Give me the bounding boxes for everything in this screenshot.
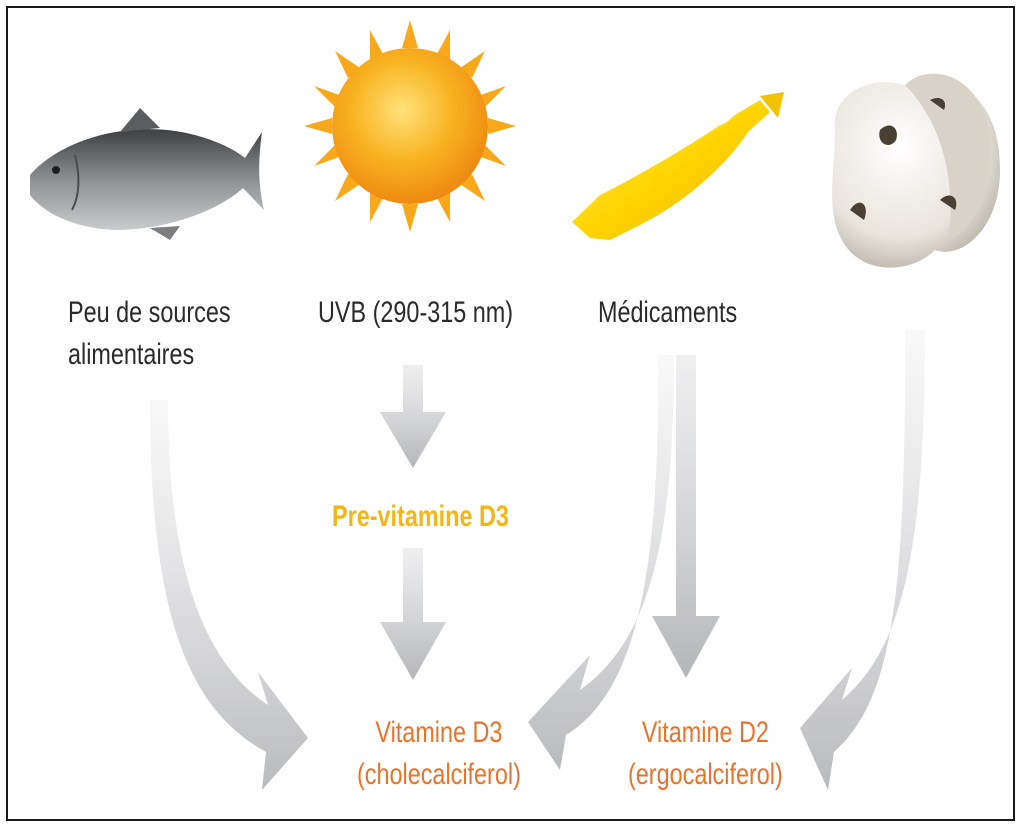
vitamin-d3-chemical-name: (cholecalciferol): [357, 754, 521, 796]
fish-source-label-line1: Peu de sources: [68, 292, 231, 334]
vitamin-d3-label: Vitamine D3 (cholecalciferol): [357, 712, 521, 796]
vitamin-d2-label: Vitamine D2 (ergocalciferol): [628, 712, 783, 796]
fish-source-label: Peu de sources alimentaires: [68, 292, 231, 376]
ampoule-icon: [572, 92, 784, 240]
arrow-mushroom-to-d2: [800, 330, 925, 790]
vitamin-d2-name: Vitamine D2: [628, 712, 783, 754]
arrow-fish-to-d3: [150, 400, 308, 790]
fish-icon: [30, 108, 264, 240]
sun-icon: [304, 20, 516, 232]
vitamin-d2-chemical-name: (ergocalciferol): [628, 754, 783, 796]
uvb-source-label: UVB (290-315 nm): [318, 292, 513, 334]
medication-source-label: Médicaments: [598, 292, 737, 334]
arrow-previtamin-to-d3: [380, 548, 446, 680]
fish-source-label-line2: alimentaires: [68, 334, 231, 376]
arrow-medication-to-d3: [528, 355, 674, 770]
pre-vitamin-label: Pre-vitamine D3: [332, 496, 509, 538]
arrow-uvb-to-previtamin: [380, 365, 446, 468]
mushroom-icon: [832, 74, 1000, 268]
vitamin-d3-name: Vitamine D3: [357, 712, 521, 754]
